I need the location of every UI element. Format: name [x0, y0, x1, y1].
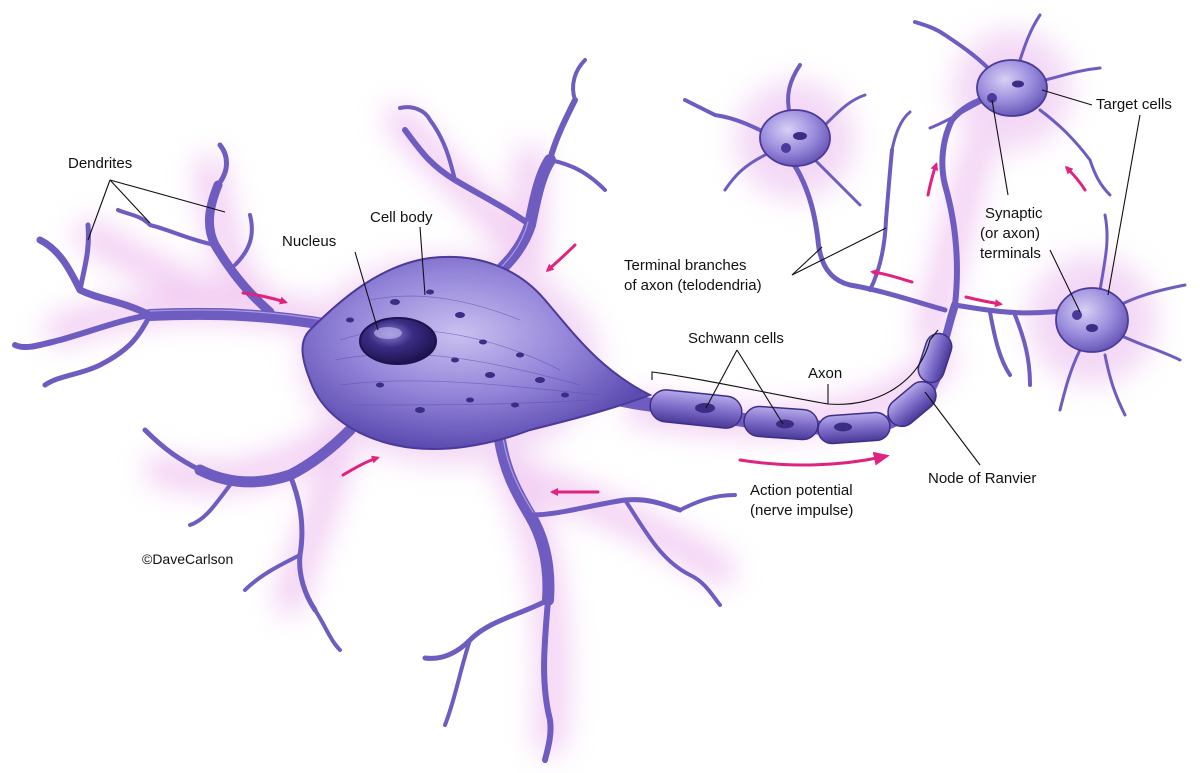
arrow-icon — [964, 295, 1003, 308]
target-cell — [913, 13, 1112, 197]
label-terminal-branches-2: of axon (telodendria) — [624, 277, 762, 294]
label-axon: Axon — [808, 365, 842, 382]
arrow-icon — [870, 268, 914, 284]
schwann-cell — [817, 411, 891, 445]
label-terminal-branches-1: Terminal branches — [624, 257, 747, 274]
label-schwann-cells: Schwann cells — [688, 330, 784, 347]
arrow-icon — [241, 291, 288, 305]
synaptic-terminals — [781, 93, 1082, 320]
label-synaptic-3: terminals — [980, 245, 1041, 262]
label-node-of-ranvier: Node of Ranvier — [928, 470, 1036, 487]
label-dendrites: Dendrites — [68, 155, 132, 172]
target-cells — [683, 13, 1187, 417]
label-target-cells: Target cells — [1096, 96, 1172, 113]
label-cell-body: Cell body — [370, 209, 433, 226]
label-action-potential-1: Action potential — [750, 482, 853, 499]
impulse-arrows — [241, 162, 1087, 496]
copyright-text: ©DaveCarlson — [142, 551, 233, 567]
label-nucleus: Nucleus — [282, 233, 336, 250]
nucleus — [359, 317, 437, 365]
labels: Dendrites Nucleus Cell body Terminal bra… — [68, 96, 1172, 567]
arrow-icon — [341, 455, 380, 477]
leader-lines — [87, 89, 1141, 466]
label-synaptic-1: Synaptic — [985, 205, 1043, 222]
label-action-potential-2: (nerve impulse) — [750, 502, 853, 519]
arrow-icon — [738, 451, 890, 467]
arrow-icon — [545, 243, 577, 272]
schwann-cell — [917, 332, 953, 384]
arrow-icon — [926, 162, 939, 197]
target-cell — [1055, 213, 1187, 417]
label-synaptic-2: (or axon) — [980, 225, 1040, 242]
arrow-icon — [1064, 165, 1087, 192]
schwann-cells — [649, 332, 953, 445]
target-cell — [683, 63, 867, 207]
cell-body — [301, 255, 653, 450]
schwann-cell — [887, 380, 937, 428]
